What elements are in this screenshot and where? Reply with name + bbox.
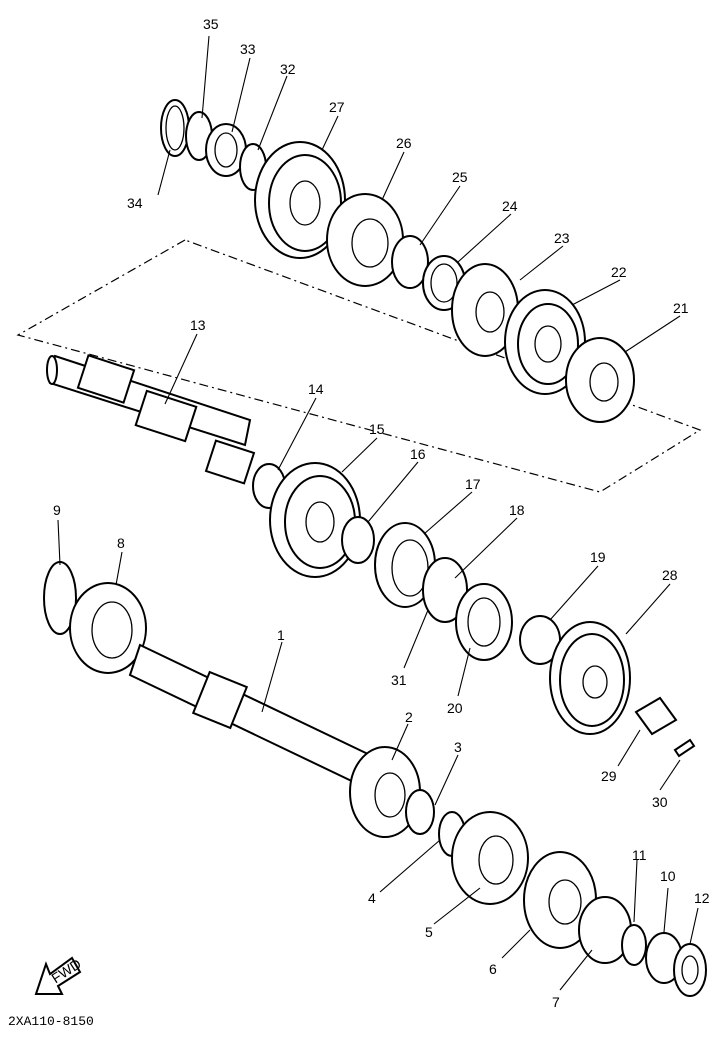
callout-20: 20 — [447, 700, 463, 716]
callout-22: 22 — [611, 264, 627, 280]
callout-25: 25 — [452, 169, 468, 185]
drawing-code: 2XA110-8150 — [8, 1014, 94, 1029]
callout-27: 27 — [329, 99, 345, 115]
callout-29: 29 — [601, 768, 617, 784]
middle-gear-stack — [252, 462, 696, 758]
lower-gear-stack — [43, 561, 707, 997]
main-axle-13 — [46, 354, 256, 485]
callout-2: 2 — [405, 709, 413, 725]
assembly-boundary — [16, 239, 702, 493]
callout-33: 33 — [240, 41, 256, 57]
callout-35: 35 — [203, 16, 219, 32]
leader-lines — [57, 35, 699, 991]
callout-31: 31 — [391, 672, 407, 688]
callout-15: 15 — [369, 421, 385, 437]
callout-23: 23 — [554, 230, 570, 246]
callout-6: 6 — [489, 961, 497, 977]
callout-17: 17 — [465, 476, 481, 492]
callout-labels: 35 33 32 34 27 26 25 24 23 22 21 13 14 1… — [53, 16, 710, 1010]
callout-5: 5 — [425, 924, 433, 940]
callout-11: 11 — [632, 847, 647, 863]
callout-19: 19 — [590, 549, 606, 565]
callout-3: 3 — [454, 739, 462, 755]
callout-28: 28 — [662, 567, 678, 583]
callout-30: 30 — [652, 794, 668, 810]
callout-18: 18 — [509, 502, 525, 518]
callout-7: 7 — [552, 994, 560, 1010]
callout-16: 16 — [410, 446, 426, 462]
upper-gear-stack — [160, 99, 635, 423]
callout-24: 24 — [502, 198, 518, 214]
callout-9: 9 — [53, 502, 61, 518]
callout-32: 32 — [280, 61, 296, 77]
callout-21: 21 — [673, 300, 689, 316]
callout-4: 4 — [368, 890, 376, 906]
callout-34: 34 — [127, 195, 143, 211]
callout-14: 14 — [308, 381, 324, 397]
callout-12: 12 — [694, 890, 710, 906]
callout-8: 8 — [117, 535, 125, 551]
callout-13: 13 — [190, 317, 206, 333]
callout-1: 1 — [277, 627, 285, 643]
callout-26: 26 — [396, 135, 412, 151]
fwd-arrow-icon: FWD — [34, 955, 84, 995]
callout-10: 10 — [660, 868, 676, 884]
